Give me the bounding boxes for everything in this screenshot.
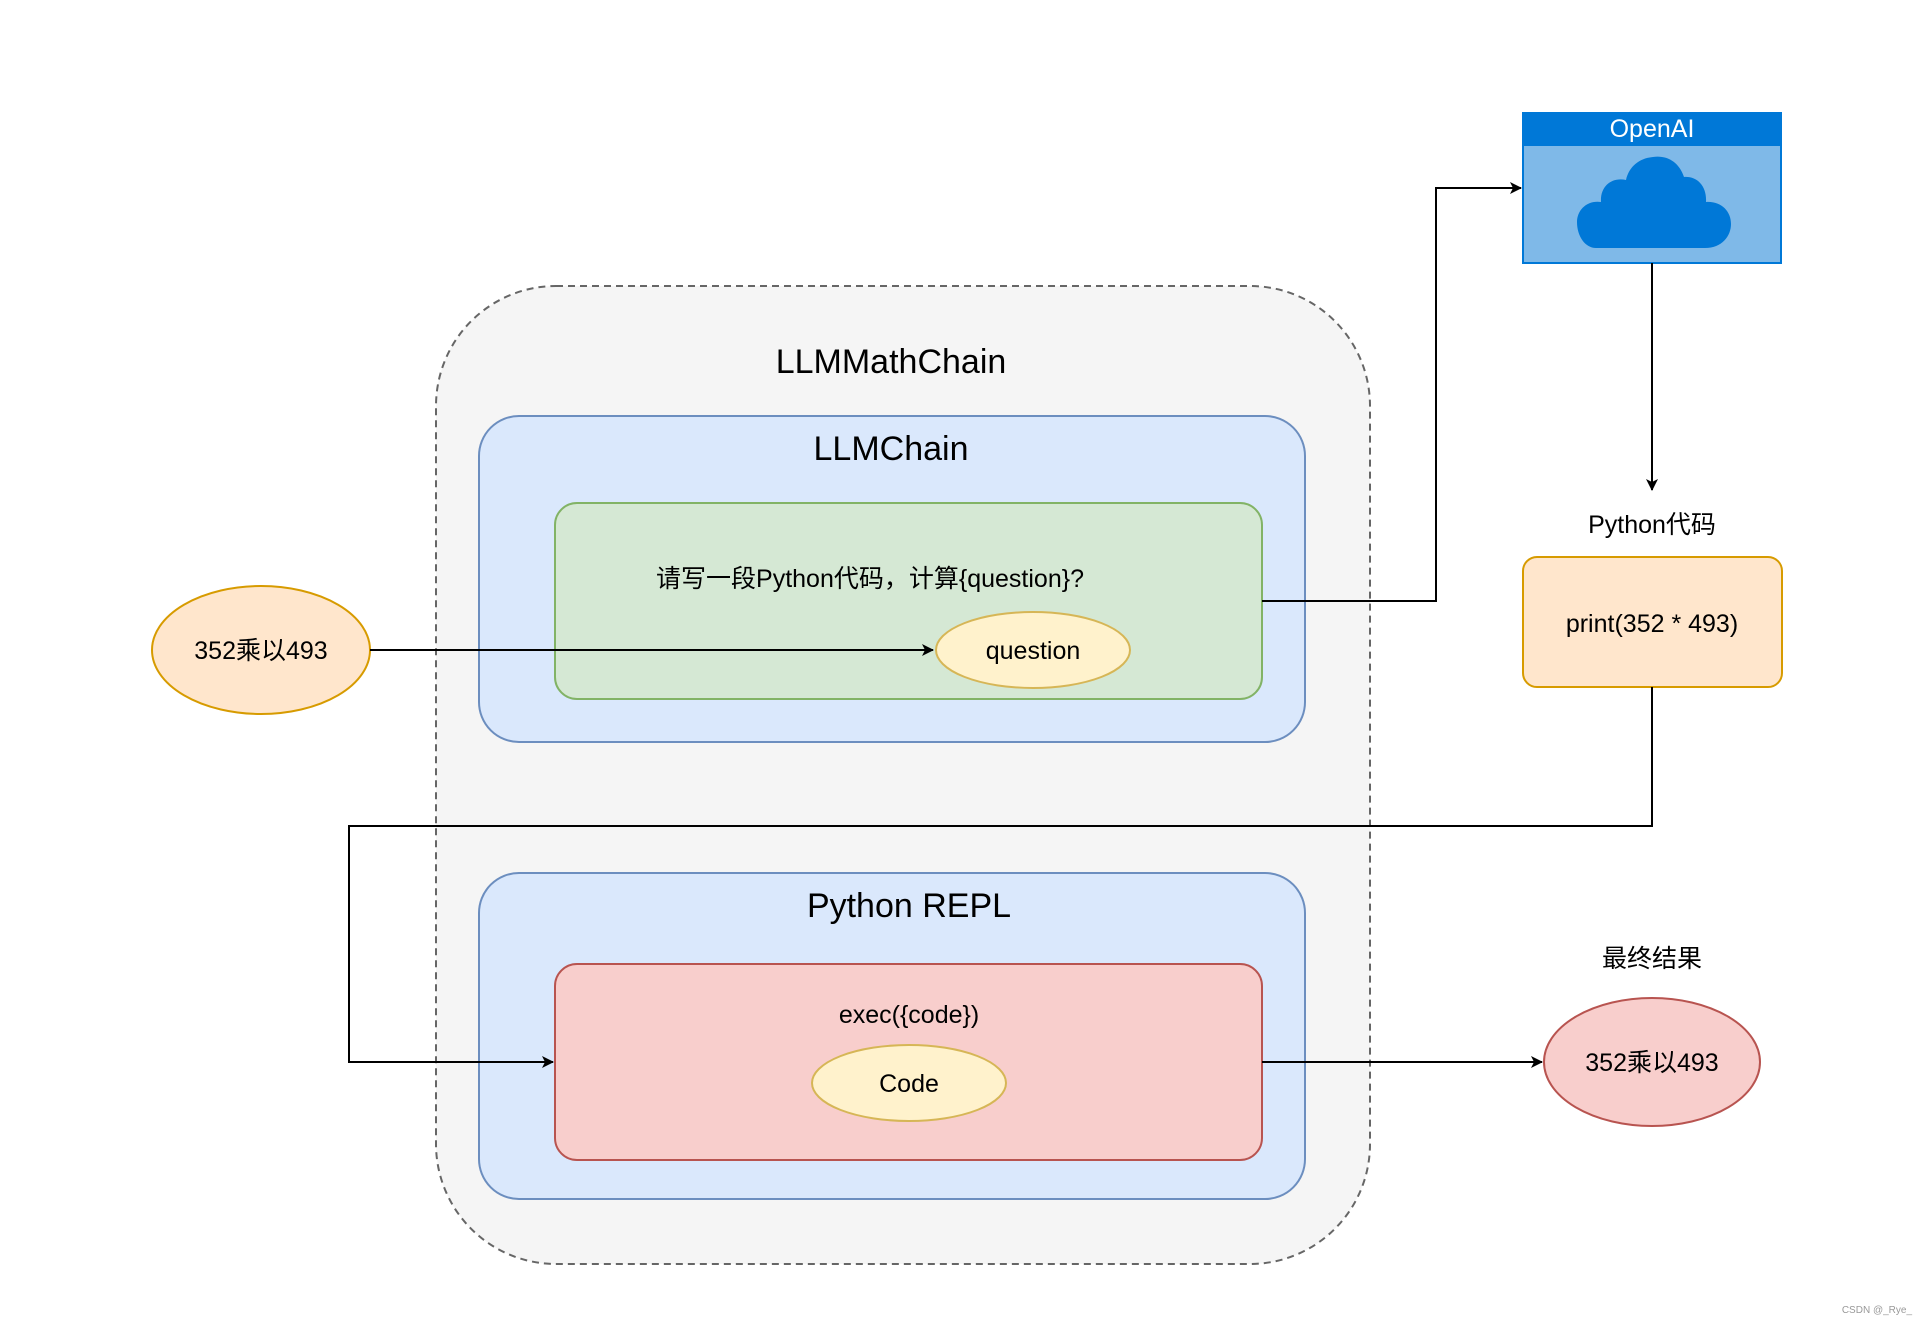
arrow-code-to-exec [348, 687, 1653, 1068]
input-text: 352乘以493 [194, 637, 327, 665]
python-repl-title: Python REPL [807, 887, 1011, 925]
input-node: 352乘以493 [151, 585, 371, 715]
code-label: Code [879, 1070, 939, 1098]
llm-chain-title: LLMChain [814, 430, 969, 468]
result-node: 352乘以493 [1543, 997, 1761, 1127]
python-code-text: print(352 * 493) [1566, 610, 1738, 638]
code-variable: Code [811, 1044, 1007, 1122]
cloud-icon [1577, 156, 1731, 248]
result-text: 352乘以493 [1585, 1049, 1718, 1077]
watermark: CSDN @_Rye_ [1841, 1305, 1912, 1316]
python-code-label: Python代码 [1588, 511, 1716, 539]
result-label: 最终结果 [1602, 945, 1702, 973]
openai-node: OpenAI [1522, 112, 1782, 264]
arrow-prompt-to-openai [1262, 182, 1522, 602]
prompt-box: 请写一段Python代码，计算{question}? [554, 502, 1263, 700]
llm-math-chain-title: LLMMathChain [776, 343, 1007, 381]
python-code-box: print(352 * 493) [1522, 556, 1783, 688]
question-label: question [986, 637, 1081, 665]
prompt-text: 请写一段Python代码，计算{question}? [656, 565, 1084, 593]
openai-title: OpenAI [1610, 115, 1695, 143]
question-variable: question [935, 611, 1131, 689]
exec-text: exec({code}) [839, 1001, 979, 1029]
